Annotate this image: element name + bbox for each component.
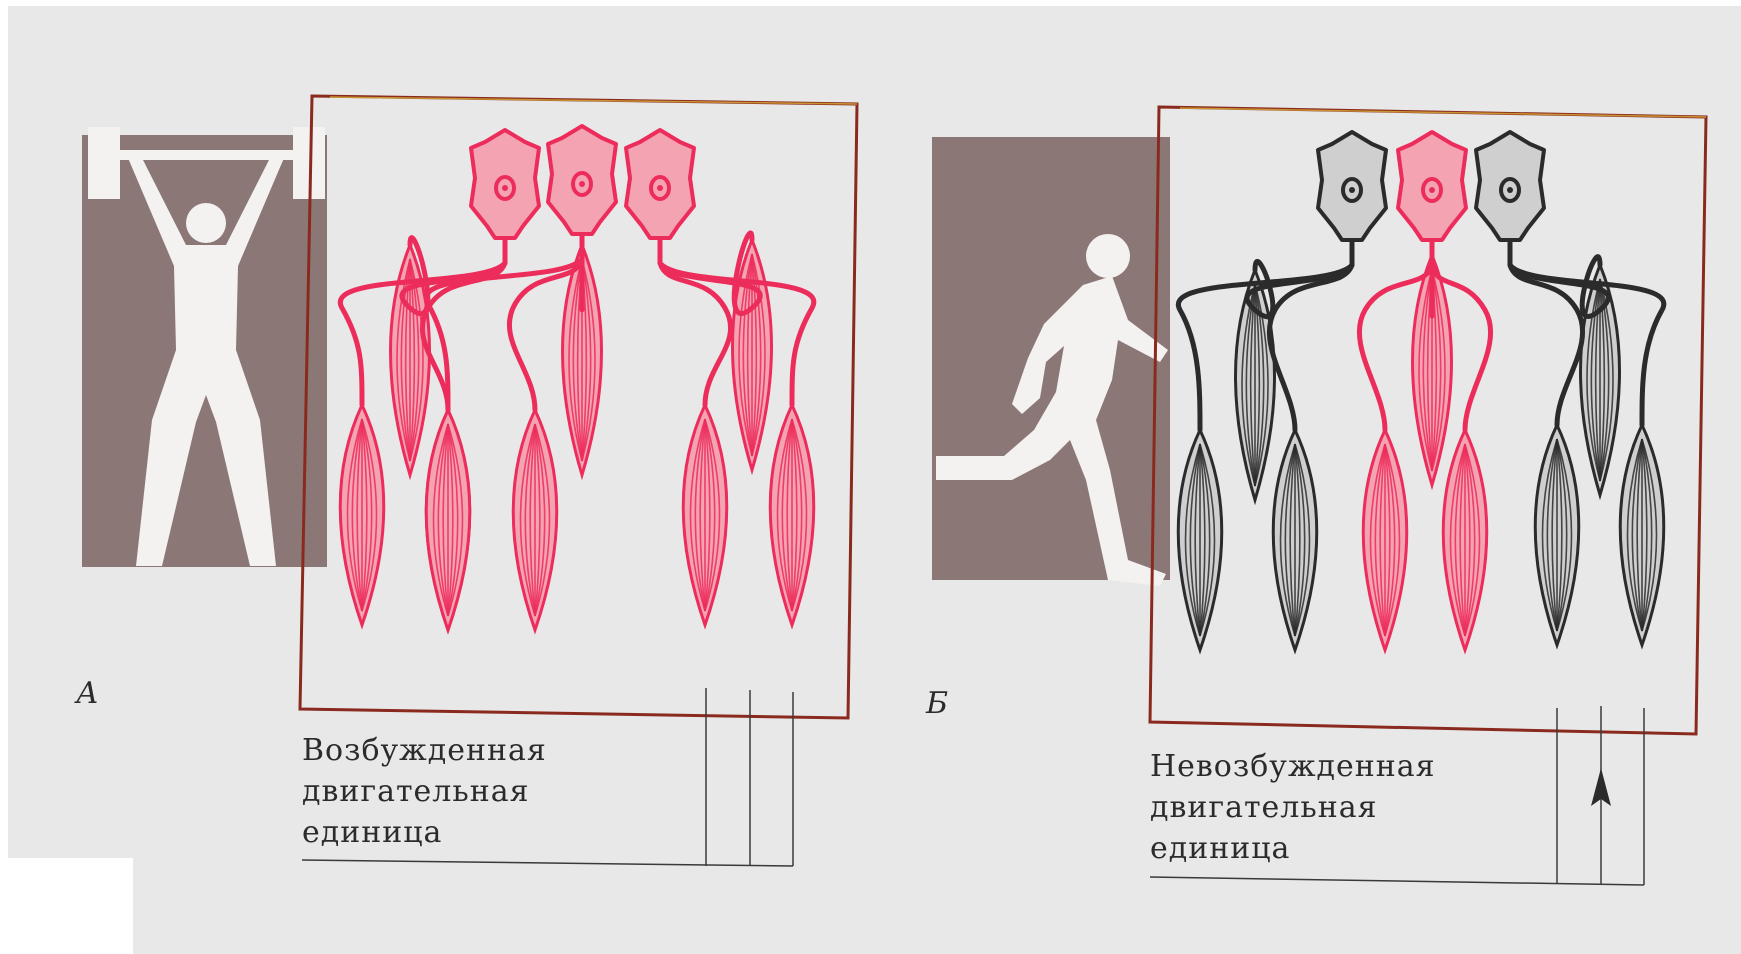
- motor-neuron: [548, 126, 616, 234]
- motor-neuron: [626, 130, 694, 238]
- panel-letter-b: Б: [925, 686, 948, 721]
- pictogram-background-b: [932, 137, 1170, 580]
- panel-letter-a: А: [74, 676, 99, 711]
- neurons-a: [471, 126, 694, 238]
- caption-b-line2: двигательная: [1150, 790, 1378, 825]
- caption-a-line3: единица: [302, 815, 442, 850]
- caption-a-line1: Возбужденная: [302, 733, 547, 768]
- caption-b-line1: Невозбужденная: [1150, 749, 1436, 784]
- motor-neuron: [1476, 132, 1544, 240]
- blank-corner: [0, 858, 133, 954]
- motor-neuron: [1318, 132, 1386, 240]
- caption-a-line2: двигательная: [302, 774, 530, 809]
- neurons-b: [1318, 132, 1544, 240]
- motor-neuron: [471, 130, 539, 238]
- caption-b-line3: единица: [1150, 831, 1290, 866]
- motor-neuron: [1398, 132, 1466, 240]
